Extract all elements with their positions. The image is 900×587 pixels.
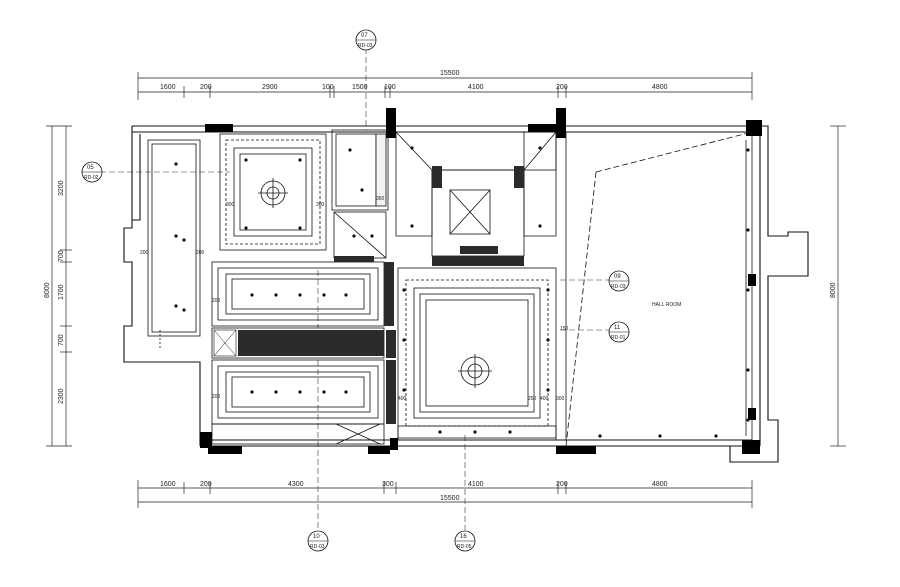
inner-dim-3: 200 [140, 250, 149, 256]
dim-bottom-total: 15500 [440, 495, 460, 502]
section-marker-top-ref: RD-03 [358, 43, 373, 49]
dim-top-7: 4100 [468, 84, 484, 91]
bedroom-hatch-band [211, 327, 385, 359]
section-marker-bottom-left-num: 10 [313, 534, 320, 540]
section-marker-top-num: 07 [361, 33, 368, 39]
dim-top-1: 1600 [160, 84, 176, 91]
right-dimension-chain [830, 125, 846, 447]
section-marker-bottom-right: 16 RD-05 [454, 530, 476, 552]
section-marker-bottom-left-ref: RD-03 [310, 544, 325, 550]
dim-left-5: 2300 [58, 388, 65, 404]
upper-small-rooms [331, 129, 389, 259]
dim-top-6: 100 [384, 84, 396, 91]
living-side-hatch [386, 330, 396, 358]
inner-dim-11: 250 [528, 396, 537, 402]
dim-left-3: 1700 [58, 284, 65, 300]
right-hall [565, 131, 753, 447]
dim-right-total: 8000 [830, 282, 837, 298]
structural-columns [200, 108, 762, 454]
section-marker-right-upper: 09 RD-03 [608, 270, 630, 292]
dim-bottom-1: 1600 [160, 481, 176, 488]
inner-dim-7: 200 [212, 394, 221, 400]
dim-top-4: 100 [322, 84, 334, 91]
dim-top-8: 200 [556, 84, 568, 91]
top-dimension-chain [137, 72, 753, 100]
inner-dim-2: 300 [316, 202, 325, 208]
upper-left-coffer [219, 133, 327, 251]
inner-dim-10: 300 [556, 396, 565, 402]
light-fixtures [174, 146, 750, 438]
inner-dim-9: 400 [540, 396, 549, 402]
inner-dim-6: 350 [376, 196, 385, 202]
elevator-doors [432, 166, 524, 266]
inner-dim-12: 150 [560, 326, 569, 332]
central-living-coffer [397, 267, 557, 441]
dim-bottom-3: 4300 [288, 481, 304, 488]
dim-bottom-5: 4100 [468, 481, 484, 488]
dim-bottom-7: 4800 [652, 481, 668, 488]
section-marker-right-lower-ref: RD-01 [611, 335, 626, 341]
section-marker-top: 07 RD-03 [355, 29, 377, 51]
bedroom-panel-upper [211, 261, 385, 327]
section-marker-right-upper-ref: RD-03 [611, 284, 626, 290]
dim-top-3: 2900 [262, 84, 278, 91]
dim-top-total: 15500 [440, 70, 460, 77]
section-marker-bottom-left: 10 RD-03 [307, 530, 329, 552]
section-marker-bottom-right-ref: RD-05 [457, 544, 472, 550]
section-marker-right-lower: 11 RD-01 [608, 321, 630, 343]
section-marker-right-lower-num: 11 [614, 325, 621, 331]
section-marker-left-ref: RD-02 [84, 175, 99, 181]
inner-dim-4: 200 [196, 250, 205, 256]
inner-dim-5: 200 [212, 298, 221, 304]
section-marker-right-upper-num: 09 [614, 274, 621, 280]
dim-bottom-6: 200 [556, 481, 568, 488]
left-corridor-ceiling [147, 139, 201, 348]
section-marker-bottom-right-num: 16 [460, 534, 467, 540]
hall-room-note: HALL ROOM [652, 302, 681, 308]
section-marker-left: 05 RD-02 [81, 161, 103, 183]
inner-dim-8: 400 [398, 396, 407, 402]
dim-bottom-4: 300 [382, 481, 394, 488]
dim-left-4: 700 [58, 334, 65, 346]
section-cut-lines [100, 48, 610, 530]
left-dimension-chain [46, 125, 72, 447]
partition-hatch-strips [334, 256, 396, 424]
dim-top-9: 4800 [652, 84, 668, 91]
dim-bottom-2: 200 [200, 481, 212, 488]
section-marker-left-num: 05 [87, 165, 94, 171]
bedroom-panel-lower [211, 359, 385, 445]
dim-left-total: 8000 [44, 282, 51, 298]
elevator-core [395, 131, 557, 257]
dim-top-2: 200 [200, 84, 212, 91]
dim-left-2: 700 [58, 250, 65, 262]
inner-dim-1: 300 [226, 202, 235, 208]
bottom-dimension-chain [137, 480, 753, 508]
dim-left-1: 3200 [58, 180, 65, 196]
dim-top-5: 1500 [352, 84, 368, 91]
